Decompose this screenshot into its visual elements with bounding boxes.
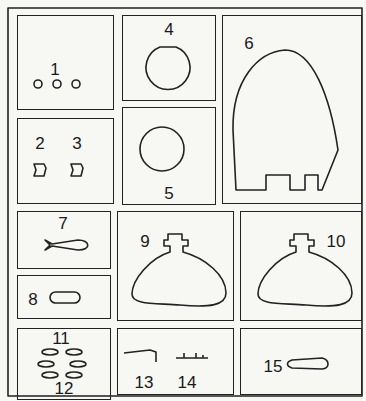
fin-decal: [233, 50, 338, 190]
callout-number: 4: [164, 21, 173, 38]
small-decal: [71, 164, 83, 176]
circle-decal: [146, 47, 190, 89]
callout-number: 11: [52, 330, 70, 347]
oval-decal: [288, 358, 329, 369]
decal-panel: 23: [17, 118, 114, 204]
callout-number: 10: [327, 233, 346, 250]
decal-panel: 15: [240, 328, 362, 395]
callout-number: 8: [28, 291, 37, 308]
decal-panel: 13 14: [117, 328, 234, 395]
decal-panel: 1: [17, 15, 114, 110]
decal-panel: 11 12: [17, 328, 111, 400]
decal-panel: 6: [222, 15, 362, 204]
decal-panel: 10: [240, 211, 362, 321]
decal-panel: 8: [17, 275, 111, 319]
callout-number: 1: [50, 61, 59, 78]
oval-decal: [50, 292, 80, 303]
decal-panel: 9: [117, 211, 234, 321]
callout-number: 9: [140, 233, 149, 250]
callout-number: 7: [58, 215, 67, 232]
callout-number: 6: [244, 35, 253, 52]
small-oval-decals: [38, 349, 86, 378]
callout-number: 13: [135, 374, 154, 391]
decal-panel: 4: [122, 15, 216, 101]
roundel-decals: [34, 80, 80, 88]
circle-decal: [140, 127, 184, 171]
sheet-frame: [8, 8, 362, 396]
small-decal: [34, 164, 46, 176]
decal-panel: 5: [122, 107, 216, 205]
callout-number: 3: [72, 135, 81, 152]
stripe-decal: [124, 350, 156, 362]
callout-number: 2: [35, 135, 44, 152]
bomb-decal: [45, 240, 88, 250]
decal-panel: 7: [17, 211, 111, 269]
callout-number: 5: [164, 185, 173, 202]
callout-number: 15: [264, 358, 283, 375]
callout-number: 12: [55, 380, 74, 397]
callout-number: 14: [178, 374, 197, 391]
stripe-decal: [176, 353, 208, 358]
